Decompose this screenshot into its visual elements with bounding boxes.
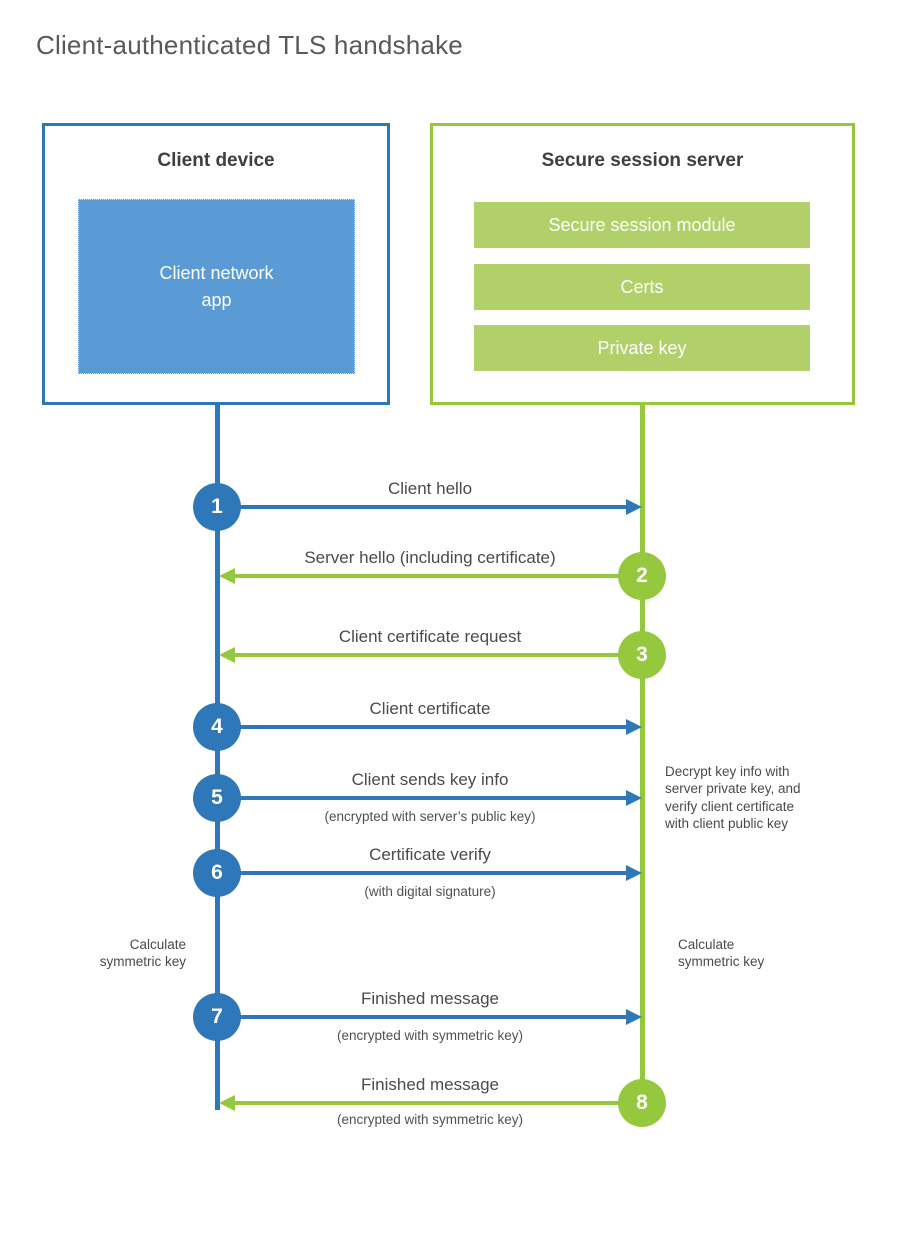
page-title: Client-authenticated TLS handshake xyxy=(36,30,463,60)
step-7-arrowhead-right-icon xyxy=(626,1009,642,1025)
step-4-label: Client certificate xyxy=(369,699,491,718)
client-device-heading: Client device xyxy=(157,150,275,171)
step-8-arrow-line xyxy=(233,1101,620,1105)
step-7-sublabel: (encrypted with symmetric key) xyxy=(336,1028,524,1043)
step-8-arrowhead-left-icon xyxy=(219,1095,235,1111)
step-8-sublabel: (encrypted with symmetric key) xyxy=(336,1112,524,1127)
step-2-badge: 2 xyxy=(618,552,666,600)
step-4-badge: 4 xyxy=(193,703,241,751)
server-lifeline xyxy=(640,404,645,1105)
server-module-private-key: Private key xyxy=(474,325,810,371)
server-calculate-symmetric-key-note: Calculate symmetric key xyxy=(678,937,765,970)
step-2-arrow-line xyxy=(233,574,620,578)
step-5-arrowhead-right-icon xyxy=(626,790,642,806)
step-6-label: Certificate verify xyxy=(369,845,491,864)
step-3-arrow-line xyxy=(233,653,620,657)
step-3-badge: 3 xyxy=(618,631,666,679)
step-1-badge: 1 xyxy=(193,483,241,531)
client-calculate-symmetric-key-note: Calculate symmetric key xyxy=(99,937,186,970)
step-4-arrow-line xyxy=(239,725,626,729)
step-6-arrow-line xyxy=(239,871,626,875)
step-3-label: Client certificate request xyxy=(338,627,522,646)
step-4-arrowhead-right-icon xyxy=(626,719,642,735)
step-5-badge: 5 xyxy=(193,774,241,822)
step-1-label: Client hello xyxy=(387,479,473,498)
server-module-secure-session: Secure session module xyxy=(474,202,810,248)
step-6-badge: 6 xyxy=(193,849,241,897)
step-5-sublabel: (encrypted with server’s public key) xyxy=(324,809,536,824)
client-device-box: Client device Client network app xyxy=(42,123,390,405)
step-6-arrowhead-right-icon xyxy=(626,865,642,881)
step-7-badge: 7 xyxy=(193,993,241,1041)
step-8-badge: 8 xyxy=(618,1079,666,1127)
step-2-label: Server hello (including certificate) xyxy=(304,548,556,567)
server-module-certs: Certs xyxy=(474,264,810,310)
step-7-arrow-line xyxy=(239,1015,626,1019)
step-2-arrowhead-left-icon xyxy=(219,568,235,584)
client-network-app-box: Client network app xyxy=(78,199,355,374)
secure-session-server-heading: Secure session server xyxy=(541,150,744,171)
step-8-label: Finished message xyxy=(361,1075,499,1094)
secure-session-server-box: Secure session server Secure session mod… xyxy=(430,123,855,405)
step-5-arrow-line xyxy=(239,796,626,800)
step-6-sublabel: (with digital signature) xyxy=(364,884,496,899)
step-3-arrowhead-left-icon xyxy=(219,647,235,663)
step-5-label: Client sends key info xyxy=(351,770,509,789)
server-decrypt-note: Decrypt key info with server private key… xyxy=(665,764,801,831)
step-1-arrow-line xyxy=(239,505,626,509)
step-1-arrowhead-right-icon xyxy=(626,499,642,515)
client-lifeline xyxy=(215,404,220,1110)
step-7-label: Finished message xyxy=(361,989,499,1008)
